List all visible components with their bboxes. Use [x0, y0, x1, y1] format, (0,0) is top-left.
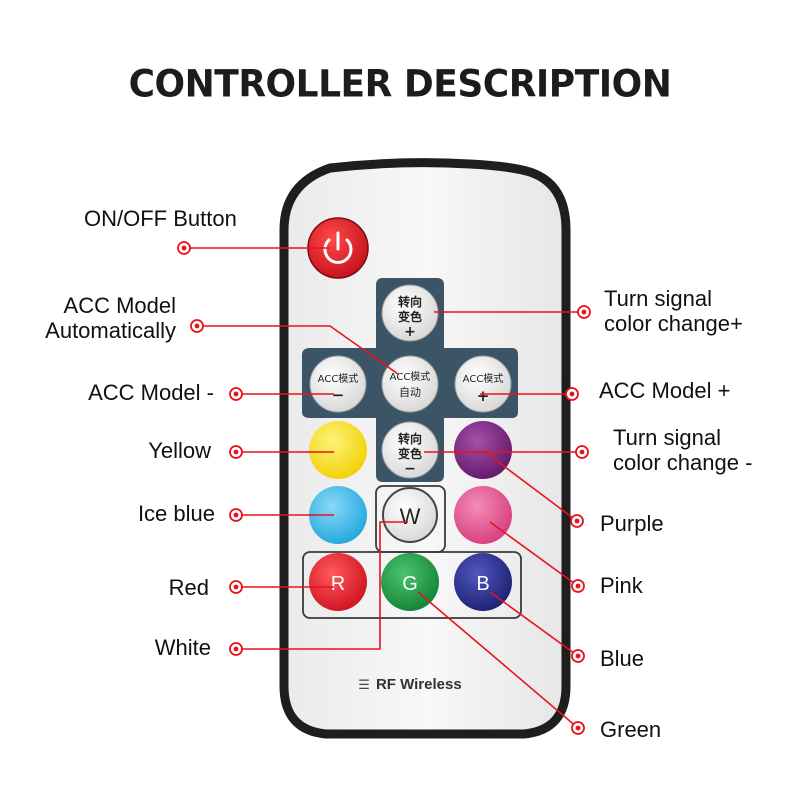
callout-lines [184, 247, 584, 729]
turn-minus-sign: − [404, 461, 416, 477]
label-turn-plus: Turn signal color change+ [604, 286, 743, 337]
label-turn-minus: Turn signal color change - [613, 425, 752, 476]
wifi-icon: ☰ [358, 677, 370, 692]
label-red: Red [168, 575, 209, 600]
label-turn-plus-line1: Turn signal [604, 286, 713, 311]
callout-dots [181, 245, 587, 731]
acc-plus-button[interactable]: ACC模式 + [454, 355, 512, 413]
g-label: G [402, 573, 418, 595]
turn-minus-text2: 变色 [398, 446, 422, 461]
b-label: B [476, 573, 489, 595]
turn-signal-plus-button[interactable]: 转向 变色 + [381, 284, 439, 342]
acc-auto-text1: ACC模式 [390, 370, 431, 383]
turn-plus-text1: 转向 [398, 294, 422, 309]
purple-button[interactable] [454, 421, 512, 479]
pink-button[interactable] [454, 486, 512, 544]
turn-plus-sign: + [404, 324, 416, 340]
rf-wireless-label: ☰ RF Wireless [330, 676, 490, 693]
r-label: R [331, 573, 345, 595]
label-green: Green [600, 717, 662, 742]
label-purple: Purple [600, 511, 664, 536]
label-on-off: ON/OFF Button [84, 206, 237, 231]
label-turn-minus-line2: color change - [613, 450, 753, 476]
acc-auto-text2: 自动 [399, 386, 421, 399]
rgb-button-frame [302, 551, 522, 619]
label-acc-auto-line2: Automatically [45, 318, 176, 344]
turn-signal-minus-button[interactable]: 转向 变色 − [381, 421, 439, 479]
label-turn-plus-line2: color change+ [604, 311, 743, 337]
acc-plus-sign: + [477, 387, 490, 405]
label-blue: Blue [600, 646, 645, 671]
label-acc-auto: ACC Model Automatically [20, 293, 176, 344]
label-acc-plus: ACC Model + [599, 378, 731, 403]
label-pink: Pink [600, 573, 643, 598]
label-white: White [154, 635, 211, 660]
page-title: CONTROLLER DESCRIPTION [128, 62, 672, 107]
acc-minus-text: ACC模式 [318, 372, 359, 385]
ice-blue-button[interactable] [309, 486, 367, 544]
yellow-button[interactable] [309, 421, 367, 479]
rf-wireless-text: RF Wireless [375, 676, 462, 693]
w-label: W [400, 504, 421, 529]
label-yellow: Yellow [148, 438, 211, 463]
acc-minus-button[interactable]: ACC模式 − [309, 355, 367, 413]
label-turn-minus-line1: Turn signal [613, 425, 722, 450]
label-acc-auto-line1: ACC Model [63, 293, 176, 318]
white-button[interactable]: W [382, 487, 438, 543]
label-acc-minus: ACC Model - [88, 380, 214, 405]
turn-minus-text1: 转向 [398, 431, 422, 446]
label-ice-blue: Ice blue [137, 501, 215, 526]
red-button[interactable]: R [309, 553, 367, 611]
acc-auto-button[interactable]: ACC模式 自动 [381, 355, 439, 413]
acc-minus-sign: − [332, 386, 345, 404]
acc-plus-text: ACC模式 [463, 372, 504, 385]
turn-plus-text2: 变色 [398, 309, 422, 324]
